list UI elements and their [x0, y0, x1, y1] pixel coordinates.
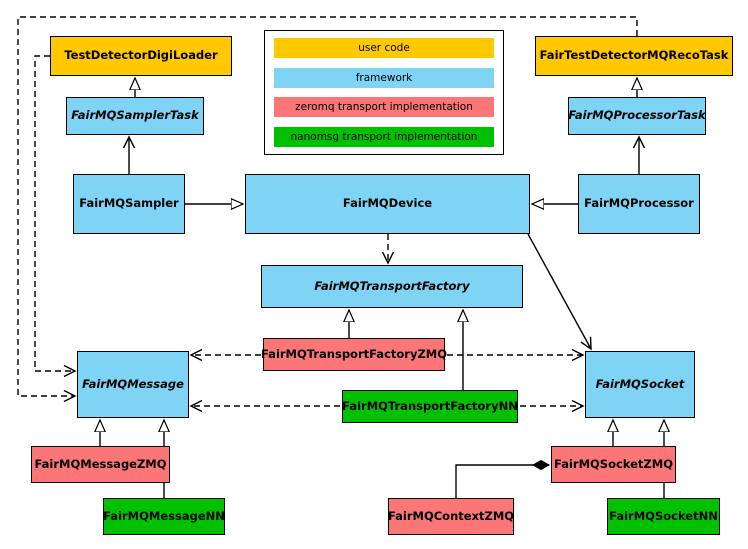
- class-node-test-detector-digi-loader[interactable]: TestDetectorDigiLoader: [50, 36, 232, 76]
- class-node-fairmq-message[interactable]: FairMQMessage: [77, 351, 189, 418]
- class-node-fairmq-socket-zmq[interactable]: FairMQSocketZMQ: [551, 446, 676, 483]
- class-node-fairmq-transport-factory-zmq[interactable]: FairMQTransportFactoryZMQ: [261, 338, 447, 371]
- legend-item-zeromq: zeromq transport implementation: [274, 97, 494, 118]
- class-node-fairmq-device[interactable]: FairMQDevice: [245, 174, 530, 234]
- class-node-fairmq-message-nn[interactable]: FairMQMessageNN: [103, 498, 225, 535]
- class-node-fairmq-sampler-task[interactable]: FairMQSamplerTask: [66, 97, 204, 135]
- legend-item-framework: framework: [274, 67, 494, 88]
- legend-item-nanomsg: nanomsg transport implementation: [274, 126, 494, 147]
- color-legend: user code framework zeromq transport imp…: [264, 30, 504, 155]
- class-node-fairmq-sampler[interactable]: FairMQSampler: [73, 174, 185, 234]
- class-node-fairmq-processor[interactable]: FairMQProcessor: [578, 174, 700, 234]
- class-node-fairmq-socket-nn[interactable]: FairMQSocketNN: [607, 498, 720, 535]
- class-node-fairmq-message-zmq[interactable]: FairMQMessageZMQ: [31, 446, 170, 483]
- class-node-fairmq-socket[interactable]: FairMQSocket: [585, 351, 695, 418]
- edge-contextzmq-socketzmq: [455, 465, 549, 498]
- class-node-fairmq-transport-factory[interactable]: FairMQTransportFactory: [261, 265, 523, 308]
- class-node-fair-test-detector-mq-reco-task[interactable]: FairTestDetectorMQRecoTask: [535, 36, 733, 76]
- class-node-fairmq-transport-factory-nn[interactable]: FairMQTransportFactoryNN: [342, 390, 518, 423]
- class-node-fairmq-context-zmq[interactable]: FairMQContextZMQ: [388, 498, 514, 535]
- legend-item-user-code: user code: [274, 38, 494, 58]
- edge-device-socket: [527, 233, 591, 349]
- class-node-fairmq-processor-task[interactable]: FairMQProcessorTask: [568, 97, 706, 135]
